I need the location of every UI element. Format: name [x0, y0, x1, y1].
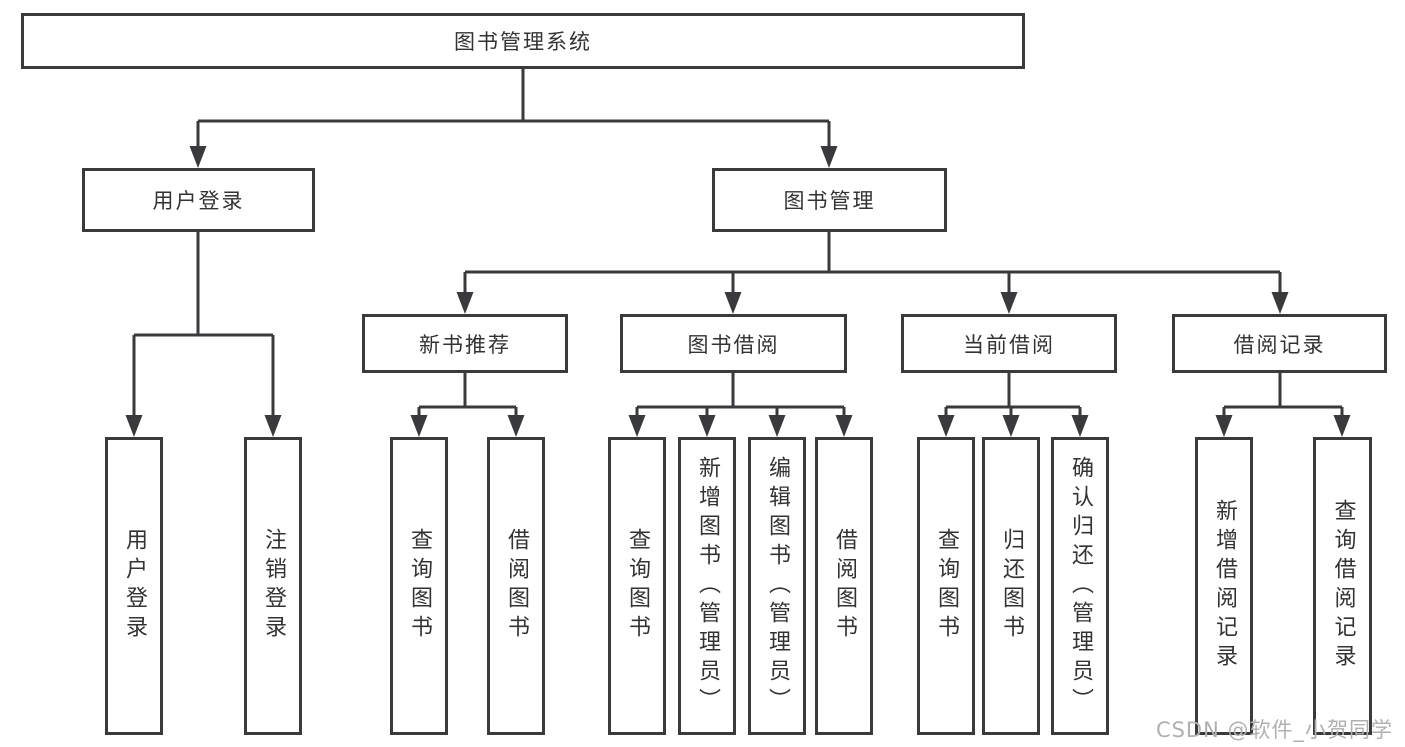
- leaf-logout-login: 注销登录: [244, 437, 302, 735]
- node-current-borrowing: 当前借阅: [901, 314, 1117, 373]
- leaf-user-login: 用户登录: [105, 437, 163, 735]
- node-borrowing-records: 借阅记录: [1172, 314, 1387, 373]
- leaf-borrow-add-books-admin: 新增图书（管理员）: [678, 437, 736, 735]
- watermark: CSDN @软件_小贺同学: [1155, 718, 1393, 742]
- leaf-current-query-books: 查询图书: [917, 437, 975, 735]
- leaf-newrec-query-books: 查询图书: [390, 437, 448, 735]
- leaf-current-query-books-label: 查询图书: [934, 528, 959, 644]
- node-book-management: 图书管理: [712, 168, 947, 232]
- leaf-borrow-query-books: 查询图书: [608, 437, 666, 735]
- leaf-newrec-query-books-label: 查询图书: [407, 528, 432, 644]
- node-library-system-label: 图书管理系统: [454, 30, 592, 54]
- node-new-book-recommend: 新书推荐: [362, 314, 568, 373]
- leaf-borrow-edit-books-admin-label: 编辑图书（管理员）: [765, 455, 790, 717]
- node-new-book-recommend-label: 新书推荐: [419, 332, 511, 357]
- leaf-borrow-borrow-books: 借阅图书: [815, 437, 873, 735]
- leaf-user-login-label: 用户登录: [122, 528, 147, 644]
- leaf-newrec-borrow-books: 借阅图书: [487, 437, 545, 735]
- leaf-borrow-edit-books-admin: 编辑图书（管理员）: [748, 437, 806, 735]
- leaf-newrec-borrow-books-label: 借阅图书: [504, 528, 529, 644]
- leaf-records-add-record: 新增借阅记录: [1195, 437, 1253, 735]
- node-current-borrowing-label: 当前借阅: [963, 332, 1055, 357]
- node-borrowing-records-label: 借阅记录: [1233, 332, 1326, 357]
- leaf-borrow-add-books-admin-label: 新增图书（管理员）: [695, 455, 720, 717]
- leaf-records-query-record-label: 查询借阅记录: [1330, 499, 1356, 673]
- node-book-borrowing-label: 图书借阅: [687, 332, 780, 357]
- leaf-borrow-borrow-books-label: 借阅图书: [832, 528, 857, 644]
- node-book-management-label: 图书管理: [783, 189, 876, 213]
- leaf-current-return-books: 归还图书: [982, 437, 1040, 735]
- leaf-current-return-books-label: 归还图书: [999, 528, 1024, 644]
- leaf-records-add-record-label: 新增借阅记录: [1212, 499, 1237, 673]
- leaf-logout-login-label: 注销登录: [261, 528, 286, 644]
- leaf-borrow-query-books-label: 查询图书: [625, 528, 650, 644]
- node-library-system: 图书管理系统: [21, 13, 1025, 69]
- node-user-login: 用户登录: [82, 168, 315, 232]
- node-book-borrowing: 图书借阅: [620, 314, 847, 373]
- leaf-current-confirm-return-admin-label: 确认归还（管理员）: [1068, 455, 1093, 717]
- node-user-login-label: 用户登录: [152, 189, 245, 213]
- tree-edges: [132, 69, 1344, 421]
- leaf-current-confirm-return-admin: 确认归还（管理员）: [1051, 437, 1109, 735]
- leaf-records-query-record: 查询借阅记录: [1313, 437, 1372, 735]
